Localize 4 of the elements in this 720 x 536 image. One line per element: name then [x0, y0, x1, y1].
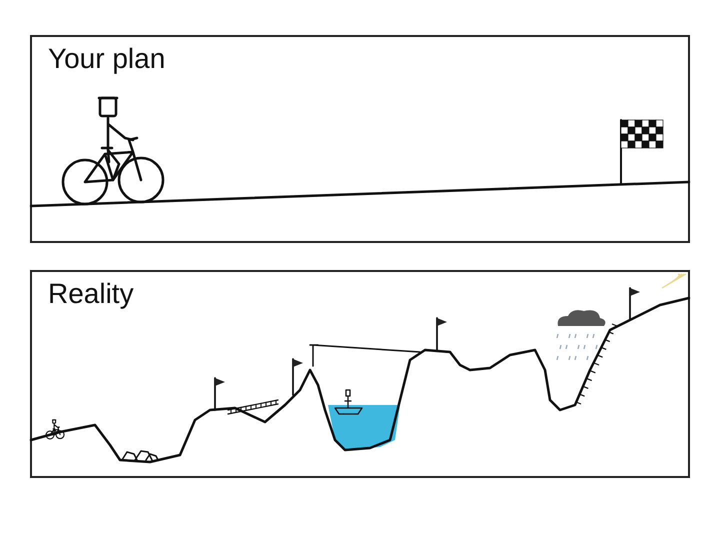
comic-panel [30, 35, 690, 243]
panel-title: Reality [48, 278, 134, 310]
comic-panel [30, 270, 690, 478]
panel-title: Your plan [48, 43, 166, 75]
